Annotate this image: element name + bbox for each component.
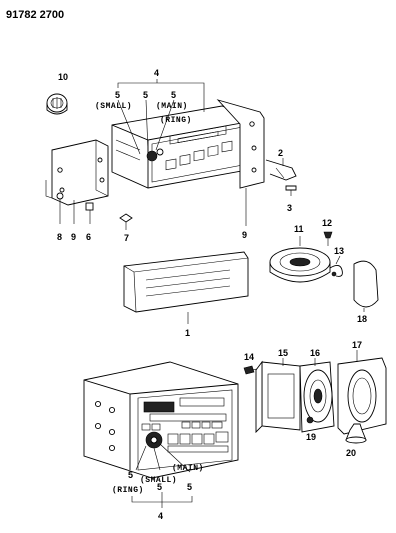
- screw-8: [56, 192, 64, 224]
- part-19-label: 19: [306, 432, 316, 442]
- callout-small-bottom: (SMALL): [140, 476, 177, 485]
- part-9-right-label: 9: [242, 230, 247, 240]
- screw-3: [285, 185, 297, 196]
- left-bracket-top: [45, 139, 109, 206]
- strap-2: [265, 159, 297, 181]
- part-11-label: 11: [294, 224, 304, 234]
- part-1-label: 1: [185, 328, 190, 338]
- clip-6: [85, 202, 94, 224]
- callout-ring-bottom: (RING): [112, 486, 144, 495]
- grille-18: [353, 260, 379, 308]
- callout-small-top: (SMALL): [95, 102, 132, 111]
- part-4-top-label: 4: [154, 68, 159, 78]
- part-5-top-b: 5: [143, 90, 148, 100]
- callout-main-bottom: (MAIN): [172, 464, 204, 473]
- wire-13: [329, 265, 343, 277]
- callout-ring-top: (RING): [160, 116, 192, 125]
- right-bracket-top: [216, 99, 265, 189]
- radio-unit-bottom: [83, 361, 239, 479]
- diagram-code: 91782 2700: [6, 9, 64, 21]
- part-5-bot-b: 5: [157, 482, 162, 492]
- part-3-label: 3: [287, 203, 292, 213]
- knob-10: [46, 93, 68, 115]
- plate-15: [255, 360, 301, 434]
- part-15-label: 15: [278, 348, 288, 358]
- part-4-bottom-label: 4: [158, 511, 163, 521]
- part-10-label: 10: [58, 72, 68, 82]
- part-9-left-label: 9: [71, 232, 76, 242]
- part-5-bot-c: 5: [187, 482, 192, 492]
- part-7-label: 7: [124, 233, 129, 243]
- part-17-label: 17: [352, 340, 362, 350]
- part-5-bot-a: 5: [128, 470, 133, 480]
- part-5-top-c: 5: [171, 90, 176, 100]
- part-18-label: 18: [357, 314, 367, 324]
- screw-7: [119, 213, 133, 230]
- frame-17: [337, 357, 387, 435]
- screw-19: [306, 416, 314, 424]
- part-5-top-a: 5: [115, 90, 120, 100]
- part-12-label: 12: [322, 218, 332, 228]
- part-2-label: 2: [278, 148, 283, 158]
- speaker-11: [269, 247, 331, 283]
- cone-20: [345, 423, 367, 444]
- part-16-label: 16: [310, 348, 320, 358]
- part-8-label: 8: [57, 232, 62, 242]
- screw-12: [323, 231, 333, 246]
- part-6-label: 6: [86, 232, 91, 242]
- part-20-label: 20: [346, 448, 356, 458]
- part-14-label: 14: [244, 352, 254, 362]
- part-13-label: 13: [334, 246, 344, 256]
- panel-1: [123, 251, 249, 313]
- speaker-16: [299, 361, 335, 433]
